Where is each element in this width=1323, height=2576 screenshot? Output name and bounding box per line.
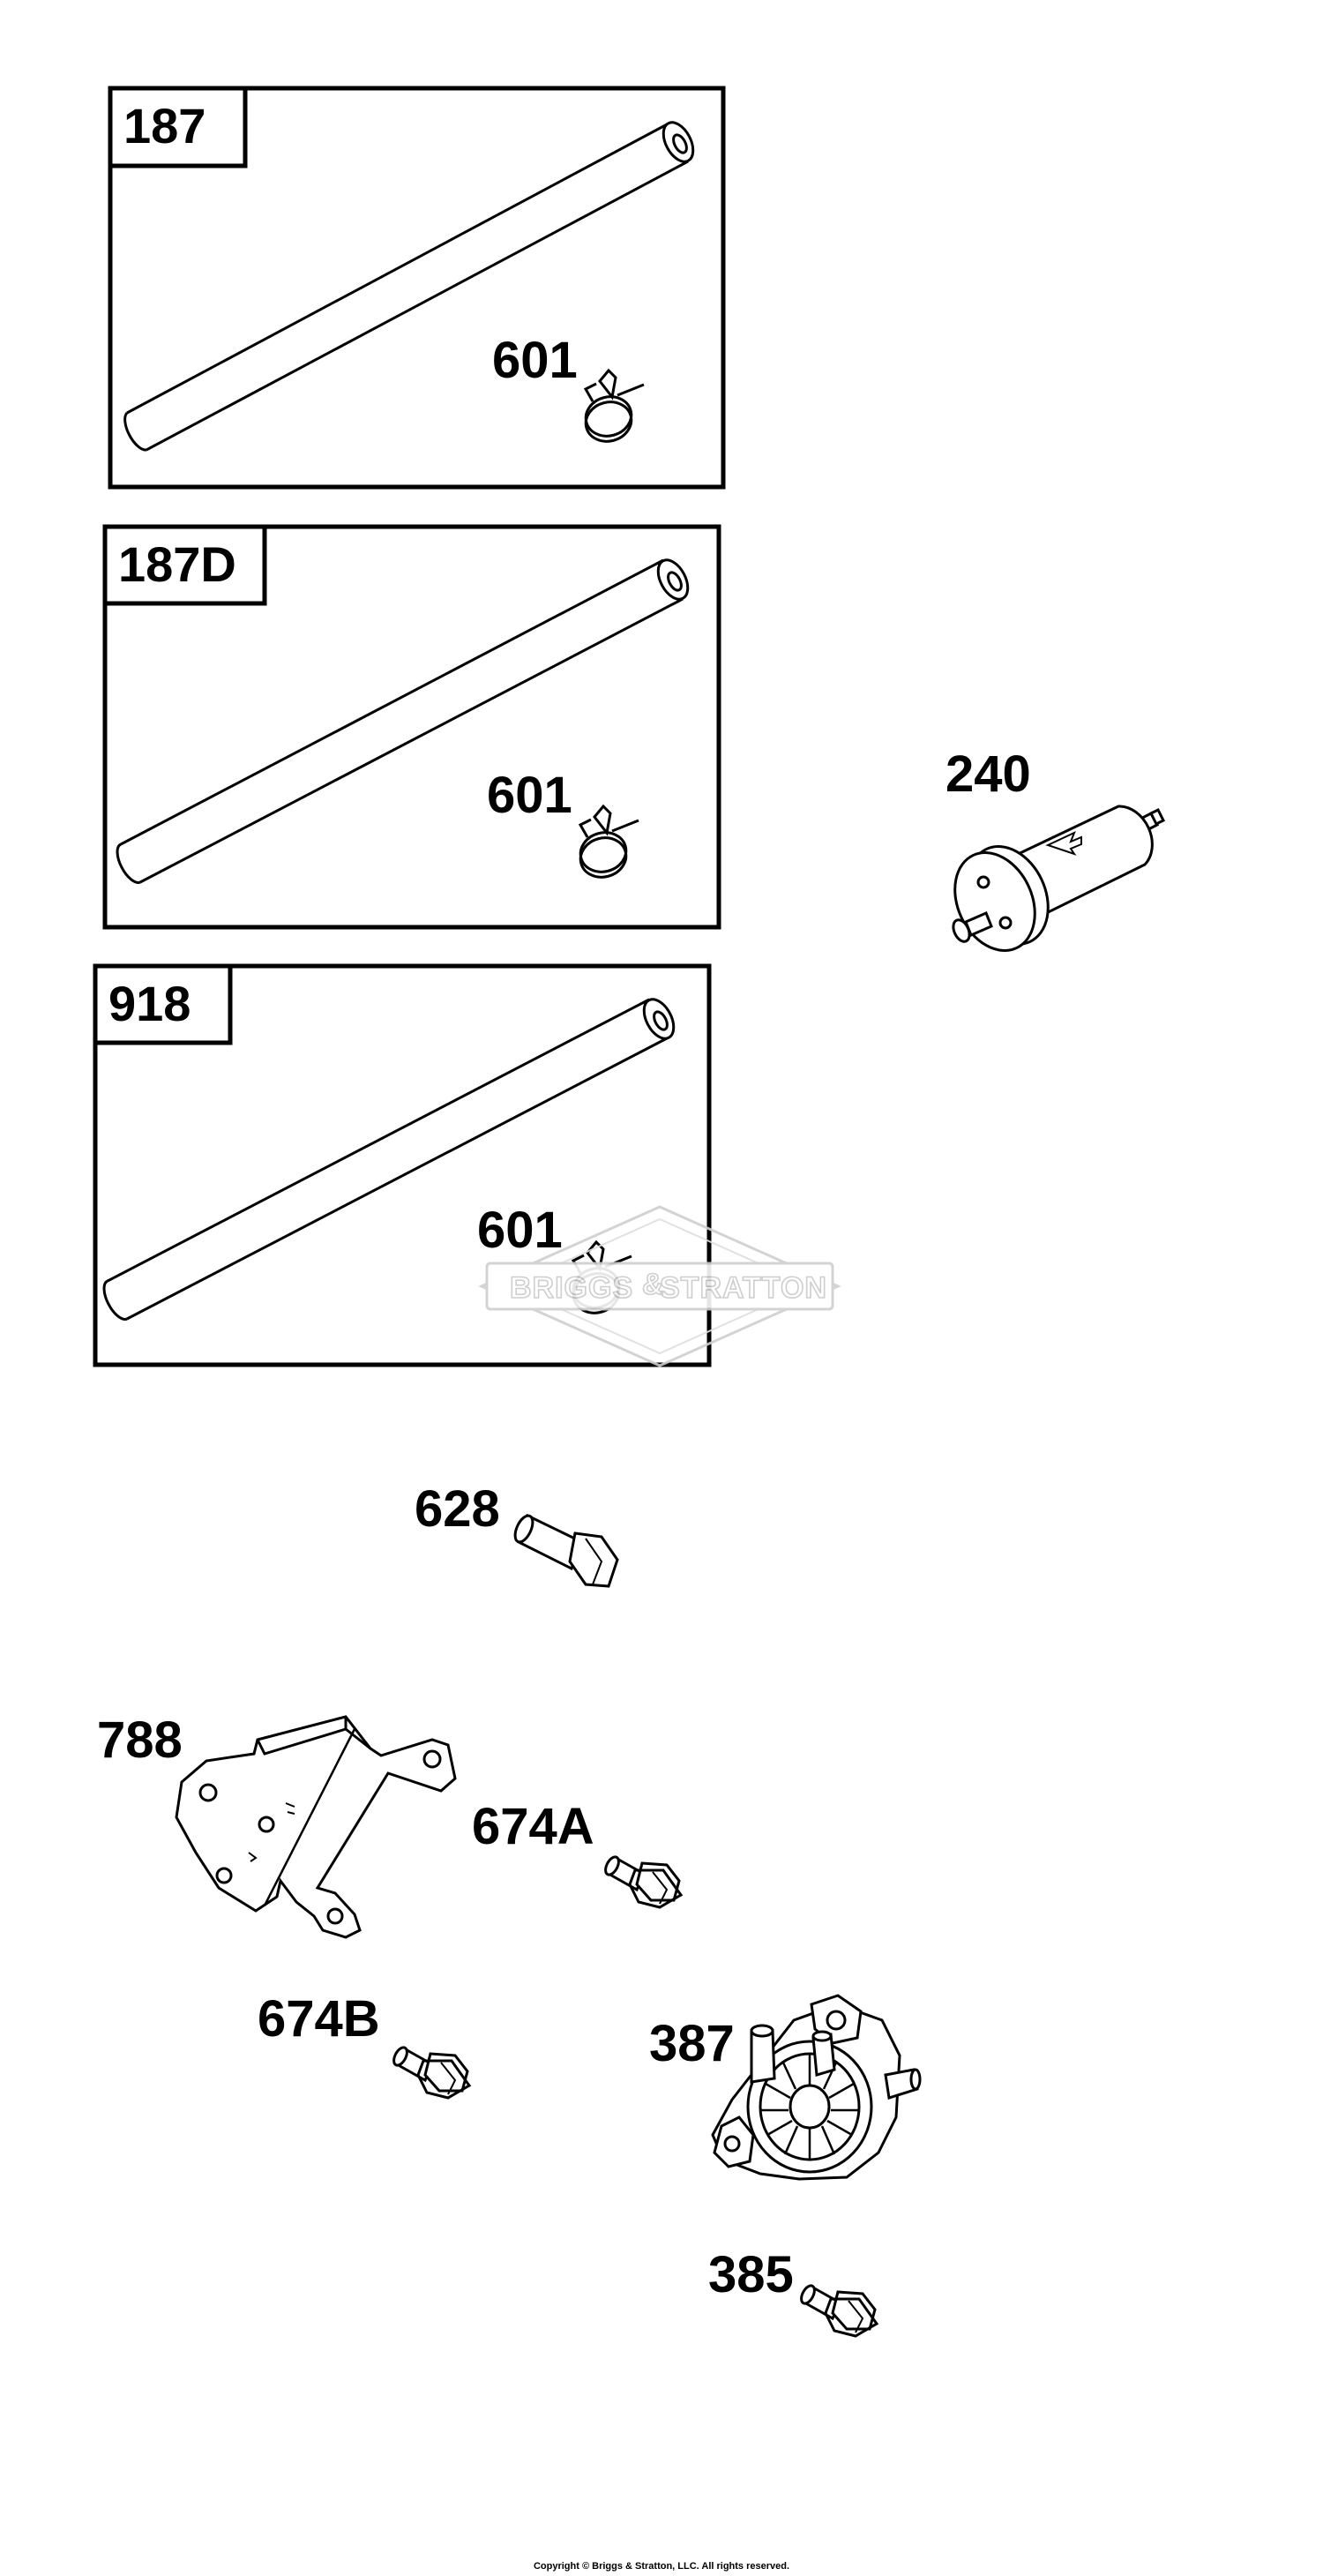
fuel-hose-918 bbox=[102, 998, 676, 1321]
watermark-amp-text: & bbox=[642, 1268, 665, 1301]
kit-box-187d: 187D 601 bbox=[102, 524, 721, 930]
mounting-bracket-788 bbox=[175, 1715, 457, 1939]
kit-box-187-frame bbox=[108, 86, 726, 490]
part-label-601-b: 601 bbox=[487, 767, 572, 824]
flange-bolt-674a bbox=[604, 1855, 684, 1909]
hose-clamp-601-a bbox=[583, 368, 645, 443]
fuel-hose-187 bbox=[123, 121, 695, 452]
part-label-601-a: 601 bbox=[492, 332, 578, 389]
part-label-601-c: 601 bbox=[477, 1202, 563, 1259]
part-label-918: 918 bbox=[108, 976, 191, 1031]
watermark-right-text: STRATTON bbox=[660, 1271, 827, 1305]
part-label-674a: 674A bbox=[472, 1798, 594, 1855]
fuel-hose-187d bbox=[116, 558, 690, 884]
flange-bolt-385 bbox=[800, 2284, 879, 2338]
kit-box-187d-frame bbox=[102, 524, 721, 930]
kit-box-187-label-frame bbox=[108, 86, 248, 168]
briggs-stratton-watermark: BRIGGS & STRATTON bbox=[478, 1205, 841, 1367]
bolt-628 bbox=[513, 1513, 619, 1588]
fuel-filter-240 bbox=[952, 805, 1166, 952]
kit-box-918-label-frame bbox=[93, 963, 233, 1045]
part-label-187d: 187D bbox=[118, 536, 236, 592]
kit-box-187: 187 601 bbox=[108, 86, 726, 490]
copyright-notice: Copyright © Briggs & Stratton, LLC. All … bbox=[534, 2561, 789, 2572]
fuel-pump-387 bbox=[711, 1994, 922, 2181]
part-label-385: 385 bbox=[708, 2246, 794, 2303]
kit-box-918: 918 601 bbox=[93, 963, 712, 1367]
part-label-788: 788 bbox=[97, 1711, 183, 1769]
kit-box-187d-label-frame bbox=[102, 524, 267, 606]
part-label-187: 187 bbox=[123, 98, 206, 154]
part-label-240: 240 bbox=[946, 745, 1031, 803]
part-label-674b: 674B bbox=[258, 1990, 380, 2048]
part-label-387: 387 bbox=[649, 2015, 735, 2072]
part-label-628: 628 bbox=[415, 1480, 500, 1538]
hose-clamp-601-b bbox=[578, 804, 639, 879]
kit-box-918-frame bbox=[93, 963, 712, 1367]
flange-bolt-674b bbox=[392, 2046, 472, 2100]
watermark-left-text: BRIGGS bbox=[510, 1271, 633, 1305]
